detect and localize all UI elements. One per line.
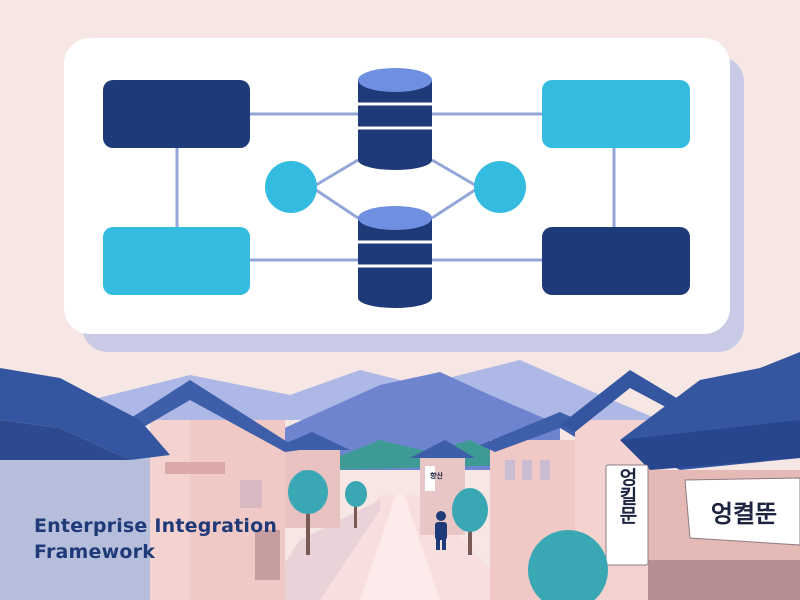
- pedestrian-figure: [435, 511, 447, 550]
- vertical-sign: 엉킬문: [605, 464, 649, 566]
- tree-4: [528, 530, 608, 600]
- caption-line-1: Enterprise Integration: [34, 515, 278, 537]
- node-circle-icon: [265, 161, 317, 213]
- house-left-mid: [120, 380, 300, 600]
- caption-line-2: Framework: [34, 541, 156, 563]
- diagram-connectors: [175, 112, 616, 262]
- tree-1: [288, 470, 328, 555]
- caption-title: Enterprise Integration Framework: [34, 513, 277, 565]
- database-icon: [358, 206, 432, 308]
- node-top-right-box: [542, 80, 690, 148]
- tree-3: [452, 488, 488, 555]
- node-bottom-left-box: [103, 227, 250, 295]
- horizontal-sign-text: 엉켤뚠: [711, 500, 777, 528]
- vertical-sign-text: 엉킬문: [616, 467, 638, 524]
- database-icon: [358, 68, 432, 170]
- tree-2: [345, 481, 367, 528]
- node-circle-icon: [474, 161, 526, 213]
- house-left-near: [0, 368, 170, 600]
- node-bottom-right-box: [542, 227, 690, 295]
- horizontal-sign: 엉켤뚠: [684, 477, 800, 546]
- distant-sign: 향산: [430, 471, 443, 480]
- node-top-left-box: [103, 80, 250, 148]
- street: [260, 495, 520, 600]
